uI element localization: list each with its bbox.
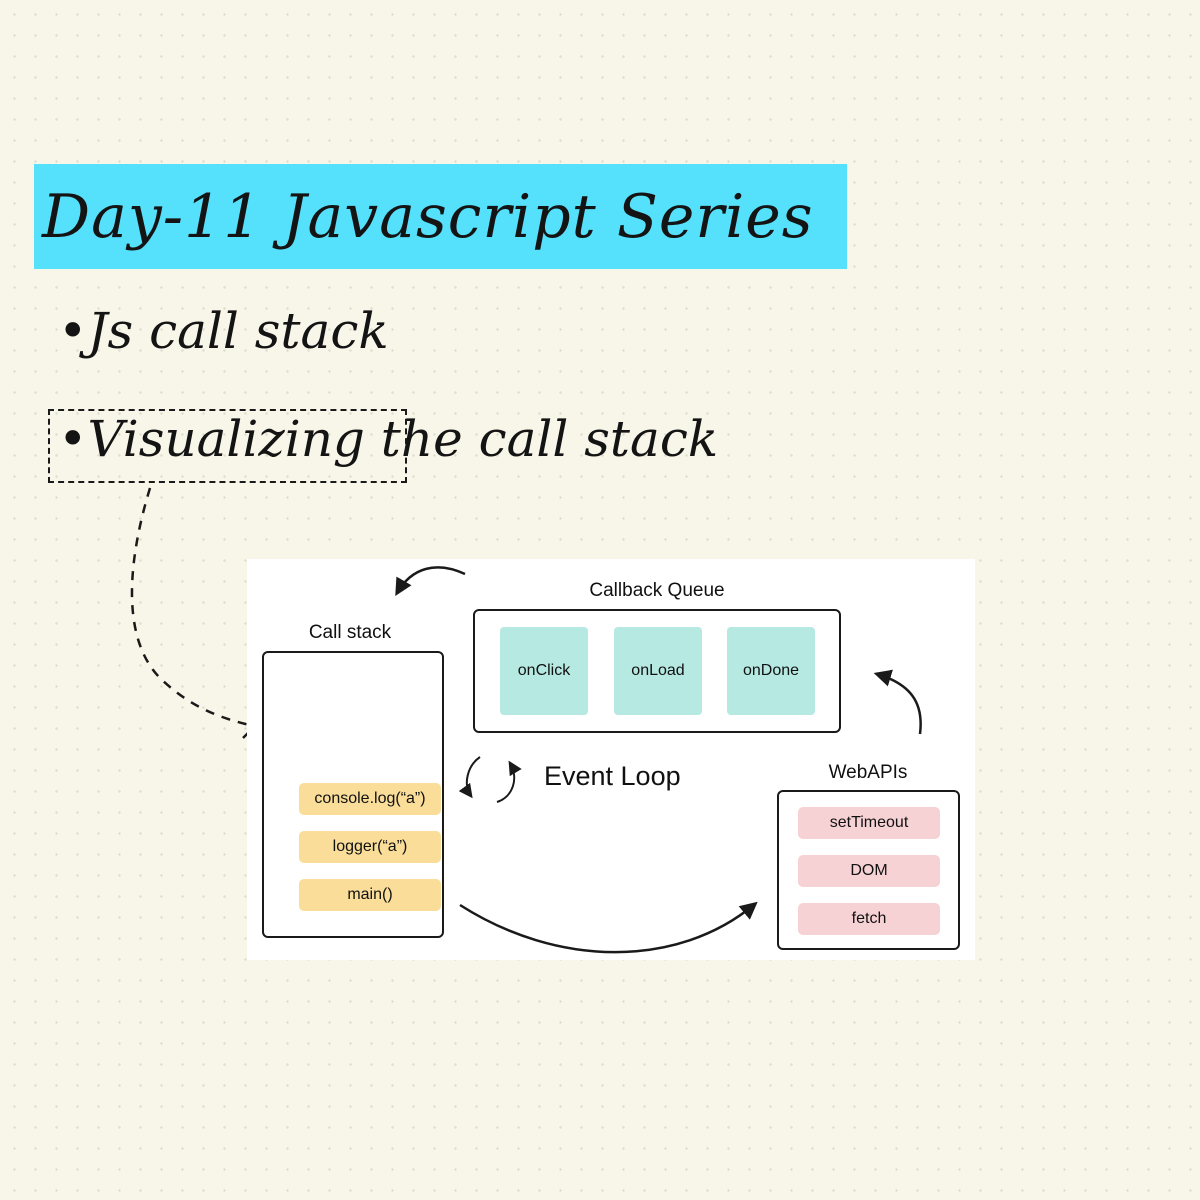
webapis-frame: setTimeout DOM fetch [777,790,960,950]
event-loop-icon [458,756,522,803]
call-stack-item-main: main() [299,879,441,911]
call-stack-item-console-log: console.log(“a”) [299,783,441,815]
webapis-label: WebAPIs [828,762,908,783]
queue-to-stack-arrow [395,566,466,597]
title-banner: Day-11 Javascript Series [34,164,847,269]
call-stack-frame: console.log(“a”) logger(“a”) main() [262,651,444,938]
call-stack-label: Call stack [308,622,392,643]
bullet-js-call-stack: •Js call stack [58,302,389,360]
webapi-item-settimeout: setTimeout [798,807,940,839]
event-loop-diagram: Call stack console.log(“a”) logger(“a”) … [247,559,975,960]
queue-item-ondone: onDone [727,627,815,715]
webapi-item-dom: DOM [798,855,940,887]
call-stack-item-logger: logger(“a”) [299,831,441,863]
diagram-arrows [395,566,922,954]
event-loop-label: Event Loop [544,761,681,791]
page-title: Day-11 Javascript Series [42,181,814,252]
queue-item-onclick: onClick [500,627,588,715]
callback-queue-label: Callback Queue [589,580,725,601]
webapi-item-fetch: fetch [798,903,940,935]
bullet-visualizing-call-stack: •Visualizing the call stack [58,410,719,468]
callback-queue-frame: onClick onLoad onDone [473,609,841,733]
queue-item-onload: onLoad [614,627,702,715]
visualizing-highlight-box [48,409,407,483]
stack-to-webapi-arrow [459,901,758,954]
webapi-to-queue-arrow [873,669,922,735]
